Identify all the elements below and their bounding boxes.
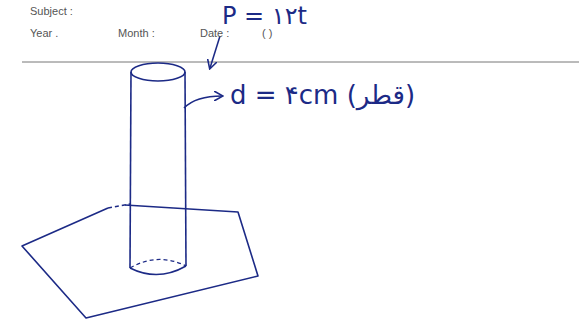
- header-field: Month :: [118, 28, 155, 39]
- header-rule: [22, 62, 579, 63]
- hidden-edge: [108, 204, 130, 208]
- dimension-label: d = ۴cm (قطر): [230, 82, 415, 108]
- cylinder-top: [131, 63, 185, 81]
- header-field: Subject :: [30, 6, 73, 17]
- base-plate: [22, 205, 258, 318]
- cylinder-side: [130, 72, 131, 268]
- header-field: ( ): [262, 28, 272, 39]
- cylinder-bottom-hidden: [130, 259, 186, 268]
- cylinder-side: [185, 72, 186, 266]
- load-label: P = ۱۲t: [222, 4, 307, 28]
- header-field: Date :: [200, 28, 229, 39]
- header-field: Year .: [30, 28, 58, 39]
- leader-arrow: [184, 96, 222, 108]
- cylinder-bottom: [130, 266, 186, 275]
- load-arrow: [210, 36, 220, 68]
